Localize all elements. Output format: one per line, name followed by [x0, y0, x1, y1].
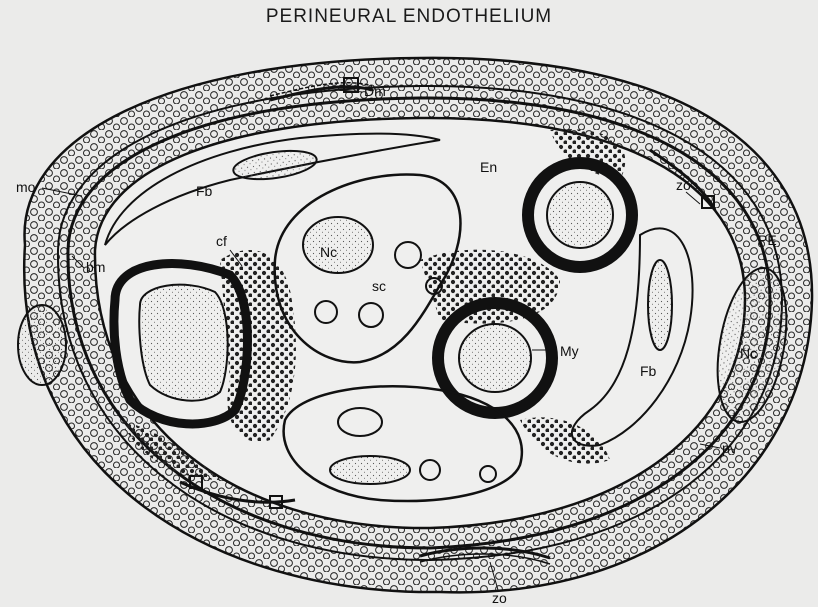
label-en: En: [480, 159, 497, 175]
label-zo-bottom: zo: [492, 590, 507, 606]
fibroblast-right-nucleus: [648, 260, 672, 350]
label-my: My: [560, 343, 579, 359]
label-fb-left: Fb: [196, 183, 213, 199]
label-sc: sc: [372, 278, 386, 294]
label-zo-right: zo: [676, 177, 691, 193]
label-nc-right: Nc: [740, 345, 757, 361]
nucleus-left-perineurium: [18, 305, 66, 385]
label-cf: cf: [216, 233, 227, 249]
schwann-cell-nucleus: [303, 217, 373, 273]
label-nc-inner: Nc: [320, 244, 337, 260]
label-pe: PE: [758, 232, 777, 248]
label-dm: Dm: [364, 83, 386, 99]
lower-schwann-nucleus: [330, 456, 410, 484]
label-bm: bm: [86, 259, 105, 275]
label-fb-right: Fb: [640, 363, 657, 379]
label-pv: pv: [722, 440, 737, 456]
label-mo: mo: [16, 179, 36, 195]
